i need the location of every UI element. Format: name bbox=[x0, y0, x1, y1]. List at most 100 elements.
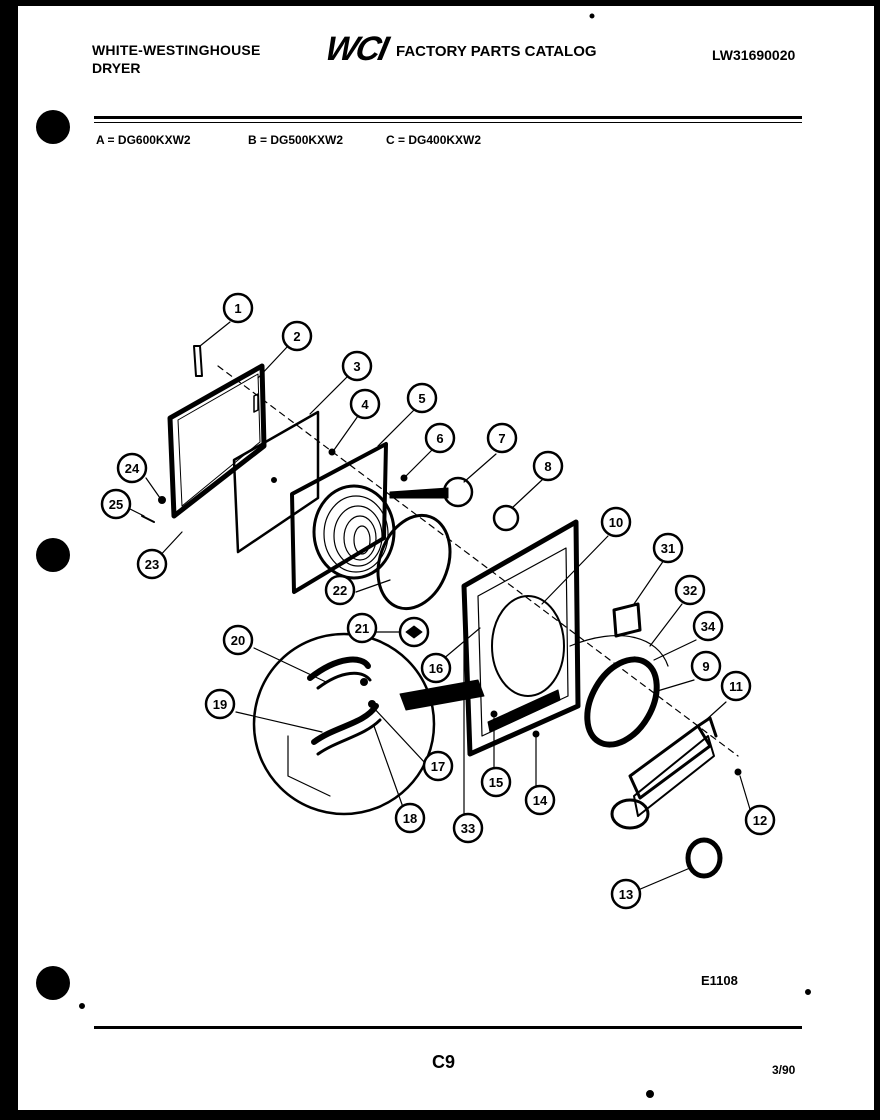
callout-22: 22 bbox=[324, 574, 356, 606]
callout-number: 13 bbox=[619, 887, 633, 902]
catalog-sheet: WHITE-WESTINGHOUSE DRYER WCI FACTORY PAR… bbox=[18, 6, 874, 1110]
callout-15: 15 bbox=[480, 766, 512, 798]
callout-25: 25 bbox=[100, 488, 132, 520]
callout-12: 12 bbox=[744, 804, 776, 836]
callout-circle bbox=[720, 670, 752, 702]
callout-circle bbox=[222, 624, 254, 656]
model-b: B = DG500KXW2 bbox=[248, 133, 344, 147]
callout-number: 17 bbox=[431, 759, 445, 774]
callout-10: 10 bbox=[600, 506, 632, 538]
assembly-axis bbox=[217, 365, 739, 757]
inner-door-sheet-part bbox=[232, 410, 320, 554]
callout-circle bbox=[600, 506, 632, 538]
revision-date: 3/90 bbox=[772, 1063, 796, 1077]
callout-circle bbox=[532, 450, 564, 482]
callout-number: 5 bbox=[418, 391, 425, 406]
door-gasket-ring-part bbox=[376, 513, 452, 611]
callout-circle bbox=[692, 610, 724, 642]
callout-number: 20 bbox=[231, 633, 245, 648]
callout-number: 8 bbox=[544, 459, 551, 474]
detail-magnifier bbox=[252, 632, 485, 816]
callout-number: 6 bbox=[436, 431, 443, 446]
callout-circle bbox=[222, 292, 254, 324]
sheet-screw-mark bbox=[271, 477, 277, 483]
model-a: A = DG600KXW2 bbox=[96, 133, 191, 147]
callout-6: 6 bbox=[424, 422, 456, 454]
callout-circle bbox=[524, 784, 556, 816]
callout-circle bbox=[486, 422, 518, 454]
hinge-part-7 bbox=[442, 476, 474, 508]
header-rule-bottom bbox=[94, 122, 802, 123]
callout-circle bbox=[341, 350, 373, 382]
callout-circle bbox=[204, 688, 236, 720]
callout-number: 22 bbox=[333, 583, 347, 598]
callout-18: 18 bbox=[394, 802, 426, 834]
hinge-part-8 bbox=[492, 504, 520, 532]
screw-part-15 bbox=[490, 710, 498, 718]
callout-circle bbox=[480, 766, 512, 798]
callout-number: 12 bbox=[753, 813, 767, 828]
callout-number: 18 bbox=[403, 811, 417, 826]
callout-circle bbox=[452, 812, 484, 844]
callout-31: 31 bbox=[652, 532, 684, 564]
brand-line1: WHITE-WESTINGHOUSE bbox=[92, 42, 261, 58]
callout-circle bbox=[349, 388, 381, 420]
callout-number: 34 bbox=[701, 619, 716, 634]
callout-3: 3 bbox=[341, 350, 373, 382]
diagram-id: E1108 bbox=[701, 973, 738, 988]
callout-number: 32 bbox=[683, 583, 697, 598]
callout-circle bbox=[424, 422, 456, 454]
screw-part-24 bbox=[158, 496, 166, 504]
callout-17: 17 bbox=[422, 750, 454, 782]
duct-screw-part bbox=[734, 768, 742, 776]
callout-number: 1 bbox=[234, 301, 241, 316]
callout-32: 32 bbox=[674, 574, 706, 606]
callout-11: 11 bbox=[720, 670, 752, 702]
callout-8: 8 bbox=[532, 450, 564, 482]
callout-number: 10 bbox=[609, 515, 623, 530]
callout-33: 33 bbox=[452, 812, 484, 844]
speck-mark bbox=[79, 1003, 85, 1009]
callout-number: 7 bbox=[498, 431, 505, 446]
front-panel-part bbox=[461, 519, 581, 757]
front-seal-ring-part bbox=[584, 656, 660, 748]
callout-number: 15 bbox=[489, 775, 503, 790]
callout-number: 23 bbox=[145, 557, 159, 572]
callout-circle bbox=[100, 488, 132, 520]
callout-circle bbox=[610, 878, 642, 910]
callout-14: 14 bbox=[524, 784, 556, 816]
callout-20: 20 bbox=[222, 624, 254, 656]
doc-number: LW31690020 bbox=[712, 47, 796, 63]
screw-part-4 bbox=[328, 448, 336, 456]
outer-door-panel-part bbox=[167, 363, 267, 519]
brand-line2: DRYER bbox=[92, 60, 141, 76]
callout-circle bbox=[324, 574, 356, 606]
catalog-title: FACTORY PARTS CATALOG bbox=[396, 43, 597, 60]
callout-4: 4 bbox=[349, 388, 381, 420]
speck-mark bbox=[805, 989, 811, 995]
callout-7: 7 bbox=[486, 422, 518, 454]
callout-23: 23 bbox=[136, 548, 168, 580]
callout-34: 34 bbox=[692, 610, 724, 642]
callout-circle bbox=[674, 574, 706, 606]
callout-number: 25 bbox=[109, 497, 123, 512]
callout-number: 33 bbox=[461, 821, 475, 836]
callout-circle bbox=[346, 612, 378, 644]
callout-number: 31 bbox=[661, 541, 675, 556]
callout-circle bbox=[690, 650, 722, 682]
callout-circle bbox=[744, 804, 776, 836]
callout-number: 2 bbox=[293, 329, 300, 344]
callout-5: 5 bbox=[406, 382, 438, 414]
callout-19: 19 bbox=[204, 688, 236, 720]
callout-13: 13 bbox=[610, 878, 642, 910]
exploded-parts-diagram: 1234567810313234911121314153316212223242… bbox=[79, 13, 811, 1098]
callout-number: 4 bbox=[361, 397, 369, 412]
page-code: C9 bbox=[432, 1052, 456, 1072]
callout-circle bbox=[422, 750, 454, 782]
punch-hole-bottom bbox=[36, 966, 70, 1000]
lint-duct-part bbox=[610, 716, 718, 830]
speck-mark bbox=[589, 13, 595, 19]
seal-guide-line bbox=[569, 635, 669, 667]
hinge-leader-bar bbox=[389, 487, 449, 499]
